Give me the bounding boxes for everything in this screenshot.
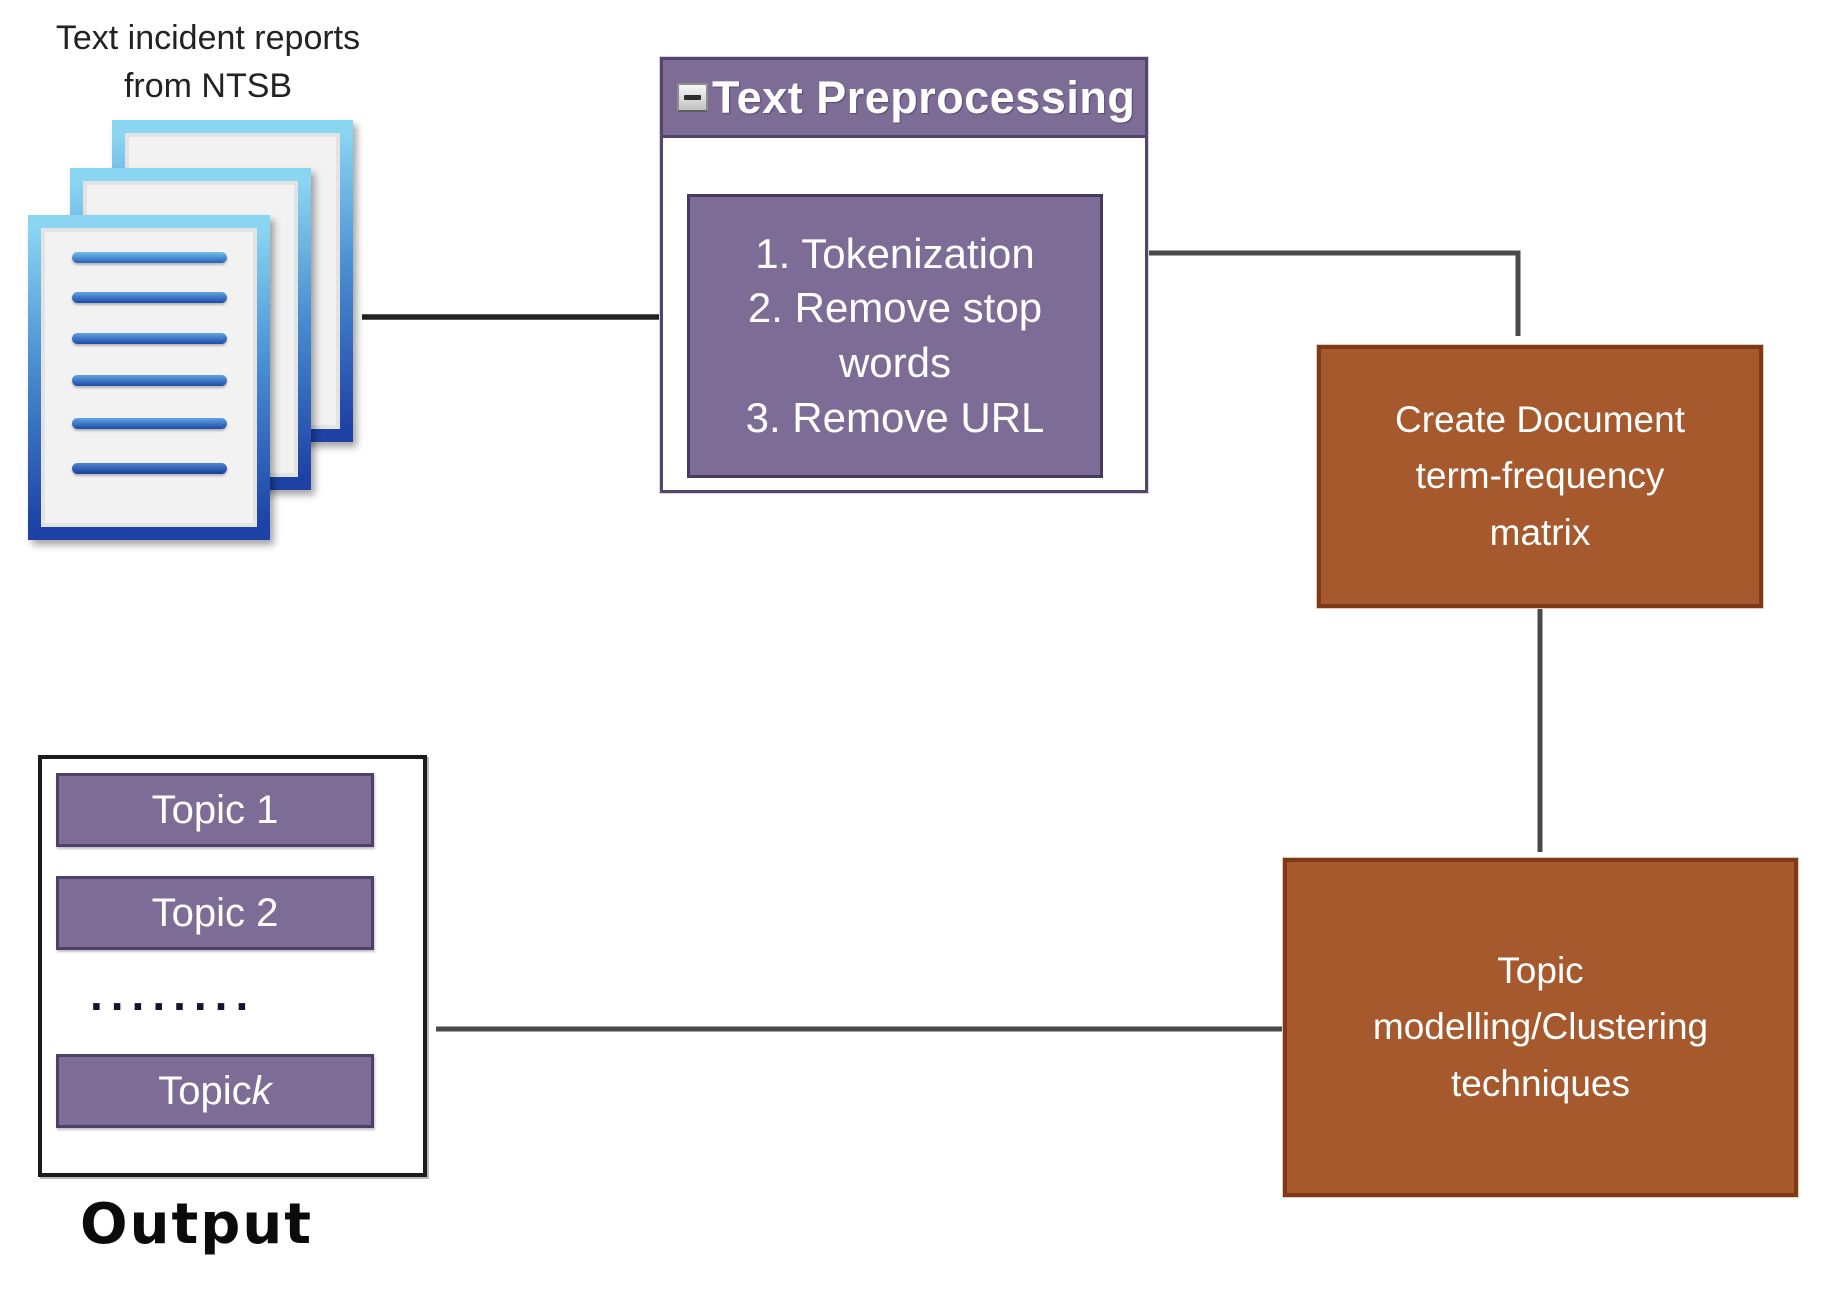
- output-label: Output: [80, 1192, 313, 1257]
- topic-modelling-label: Topic modelling/Clustering techniques: [1372, 950, 1709, 1104]
- topic-k-suffix: k: [251, 1068, 272, 1113]
- minimize-bar: [684, 95, 701, 100]
- text-preprocessing-header: Text Preprocessing: [663, 60, 1145, 138]
- document-text-line: [72, 375, 227, 386]
- document-text-line: [72, 252, 227, 263]
- document-term-frequency-box: Create Document term-frequency matrix: [1317, 345, 1763, 608]
- source-label-line1: Text incident reports: [55, 19, 361, 57]
- document-text-line: [72, 333, 227, 344]
- output-box: Topic 1 Topic 2 ........ Topic k: [38, 755, 427, 1177]
- document-text-line: [72, 418, 227, 429]
- preprocessing-steps-box: 1. Tokenization 2. Remove stop words 3. …: [687, 194, 1103, 478]
- source-label: Text incident reports from NTSB: [8, 14, 408, 111]
- document-page-front: [28, 215, 270, 540]
- preprocessing-step-1: 1. Tokenization: [755, 229, 1035, 277]
- document-text-line: [72, 463, 227, 474]
- topic-1-chip: Topic 1: [56, 773, 374, 847]
- text-preprocessing-title: Text Preprocessing: [712, 71, 1136, 123]
- topic-k-label: Topic: [158, 1068, 252, 1113]
- preprocessing-step-2: 2. Remove stop words: [747, 284, 1043, 386]
- topic-2-chip: Topic 2: [56, 876, 374, 950]
- topic-2-label: Topic 2: [151, 890, 279, 935]
- source-label-line2: from NTSB: [123, 67, 293, 106]
- text-preprocessing-body: 1. Tokenization 2. Remove stop words 3. …: [663, 138, 1145, 490]
- minimize-icon[interactable]: [677, 83, 708, 112]
- preprocessing-step-3: 3. Remove URL: [745, 393, 1045, 441]
- ellipsis-dots: ........: [90, 968, 257, 1020]
- topic-k-chip: Topic k: [56, 1054, 374, 1128]
- document-term-frequency-label: Create Document term-frequency matrix: [1395, 399, 1685, 553]
- topic-1-label: Topic 1: [151, 787, 279, 832]
- document-text-line: [72, 292, 227, 303]
- topic-modelling-box: Topic modelling/Clustering techniques: [1283, 858, 1798, 1197]
- arrow-preprocessing-to-dtm: [1147, 250, 1521, 336]
- text-preprocessing-window: Text Preprocessing 1. Tokenization 2. Re…: [660, 57, 1148, 493]
